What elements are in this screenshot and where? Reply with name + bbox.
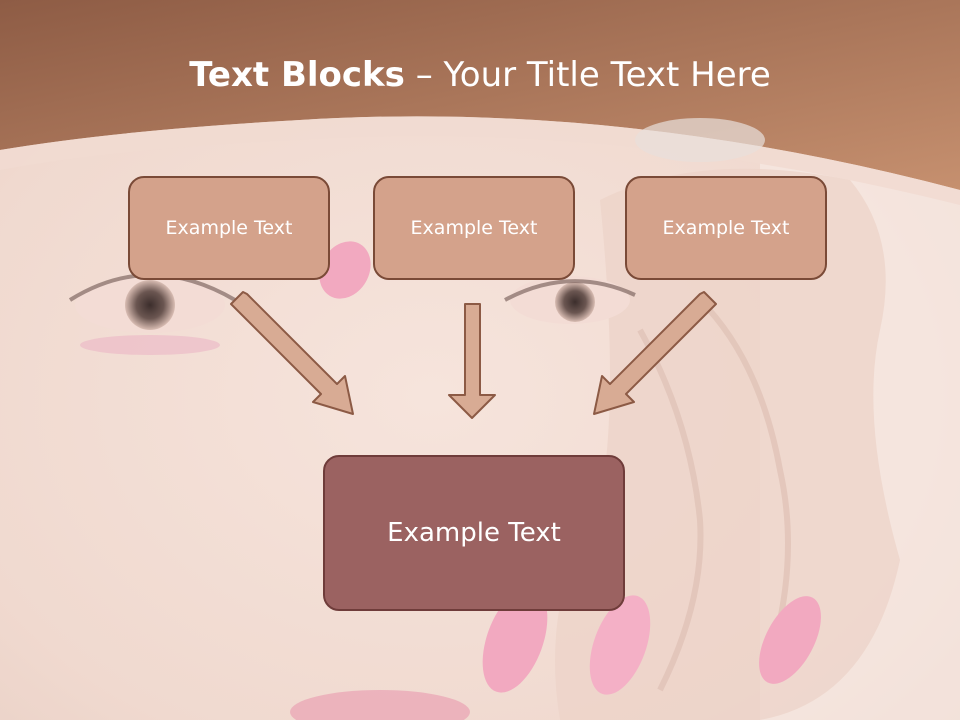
arrow-right — [593, 291, 717, 415]
text-block-right: Example Text — [625, 176, 827, 280]
title-bold: Text Blocks — [189, 55, 405, 95]
arrow-left — [230, 291, 354, 415]
title-rest: Your Title Text Here — [443, 55, 771, 95]
text-block-left-label: Example Text — [165, 217, 293, 239]
title-dash: – — [404, 55, 444, 95]
arrow-middle — [448, 303, 496, 419]
text-block-middle-label: Example Text — [410, 217, 538, 239]
text-block-left: Example Text — [128, 176, 330, 280]
text-block-middle: Example Text — [373, 176, 575, 280]
text-block-bottom-label: Example Text — [387, 518, 561, 548]
text-block-right-label: Example Text — [662, 217, 790, 239]
text-block-bottom: Example Text — [323, 455, 625, 611]
slide-title: Text Blocks – Your Title Text Here — [0, 52, 960, 98]
